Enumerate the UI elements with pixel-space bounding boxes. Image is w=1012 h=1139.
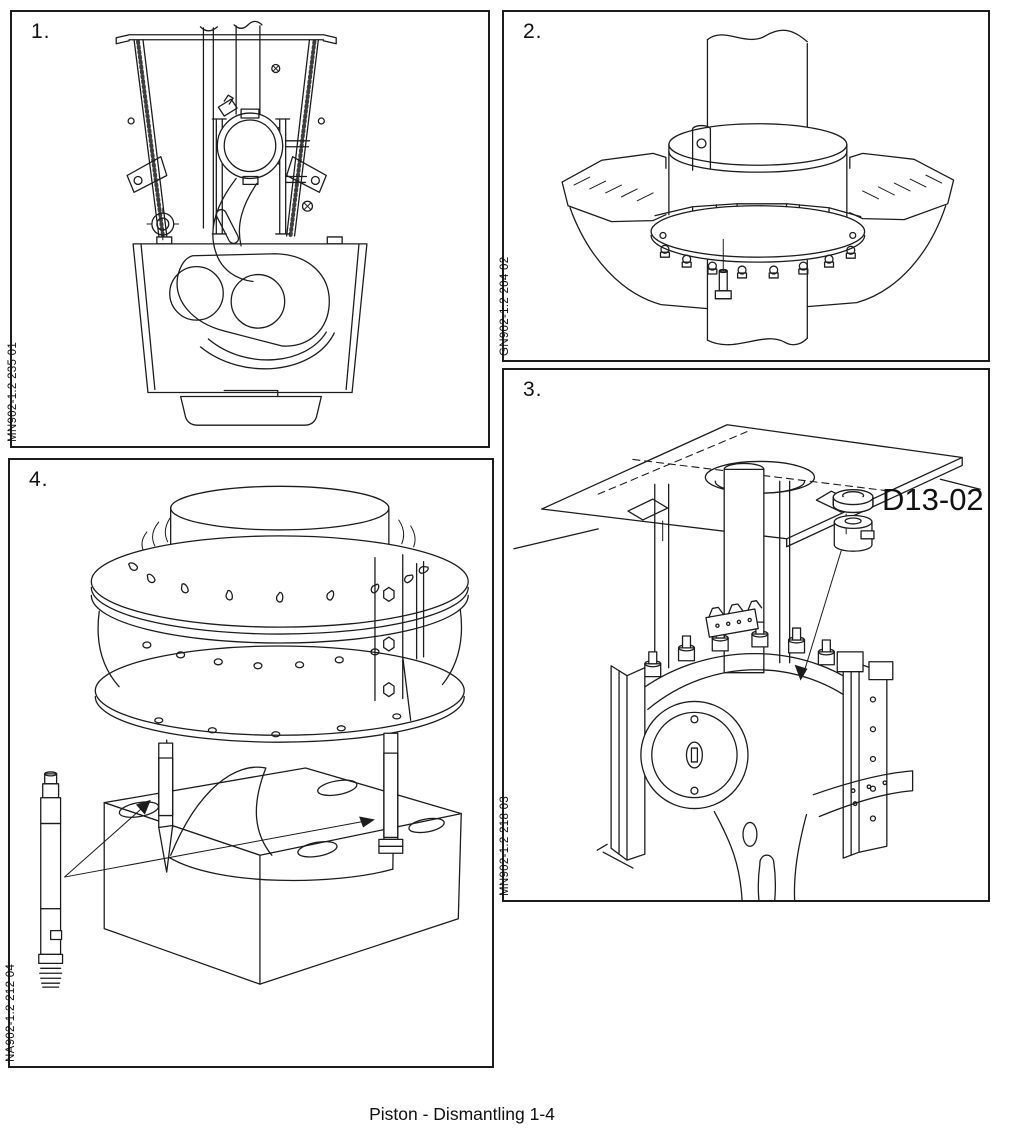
figure-code: GN902-1.2 204 02	[499, 256, 511, 356]
crosshead-studs	[644, 621, 835, 678]
tool-ref-label: D13-02	[882, 482, 984, 517]
figure-number: 2.	[523, 20, 543, 43]
figure-panel-3: 3. D13-02 MN902-1.2 218 03	[499, 368, 990, 902]
stud-tool	[38, 771, 64, 988]
figure-panel-4: 4. NA902-1.2 212 04	[5, 458, 494, 1068]
crosshead-guide-shoes-drawing	[513, 424, 981, 900]
figure-code: MN902-1.2 235 01	[7, 341, 19, 442]
page-caption: Piston - Dismantling 1-4	[369, 1104, 555, 1124]
figure-code: NA902-1.2 212 04	[5, 963, 17, 1062]
piston-rod-gland-flange-drawing	[561, 29, 955, 346]
flange-hole-ring	[128, 562, 429, 603]
engine-frame-cross-section-drawing	[115, 20, 368, 426]
figure-code: MN902-1.2 218 03	[499, 795, 511, 896]
serrated-block	[705, 600, 763, 638]
figure-number: 3.	[523, 378, 543, 401]
figure-panel-2: 2. GN902-1.2 204 02	[499, 10, 990, 362]
figure-number: 4.	[29, 468, 49, 491]
figure-number: 1.	[31, 20, 51, 43]
piston-crown-studs-drawing	[38, 485, 469, 988]
figure-panel-1: 1. MN902-1.2 235 01	[7, 10, 490, 448]
